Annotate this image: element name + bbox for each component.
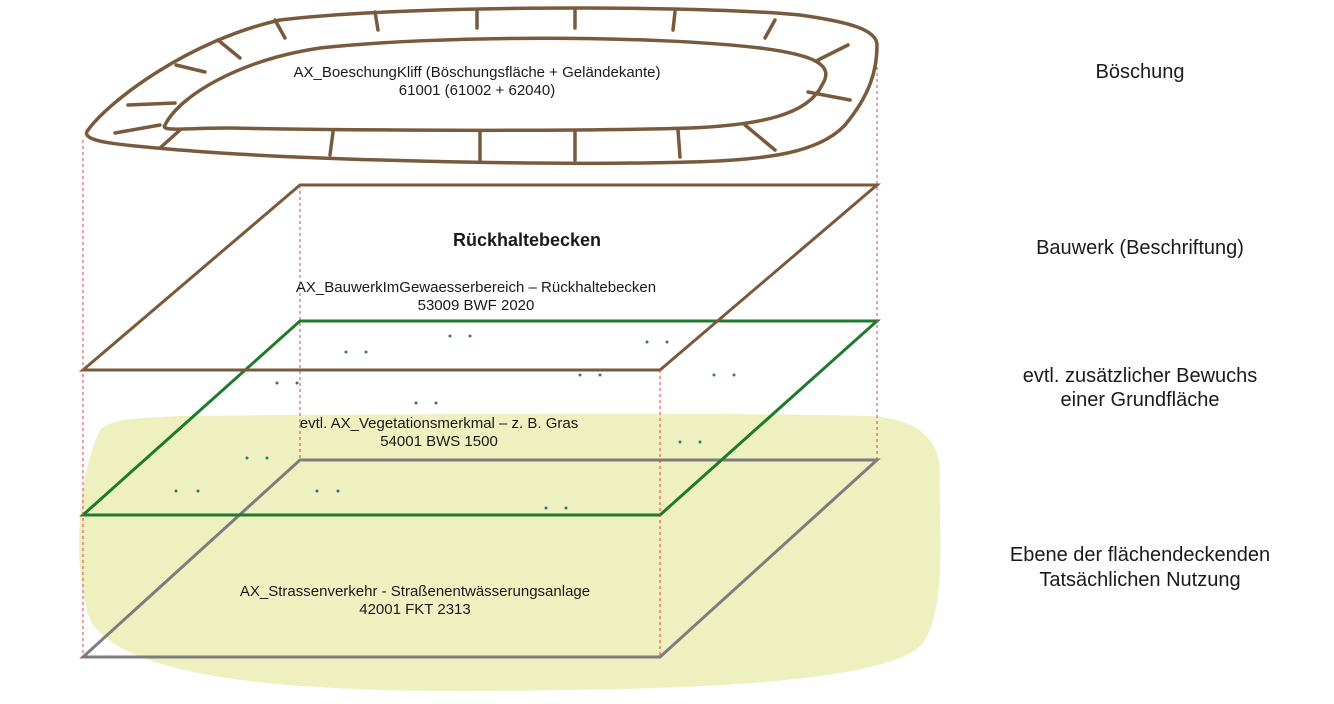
boeschung-tick	[216, 38, 242, 60]
guide-lines	[82, 55, 878, 657]
veg-dot	[434, 401, 438, 405]
vegetation-side-label-line2: einer Grundfläche	[1061, 389, 1220, 411]
boeschung-tick	[113, 123, 162, 135]
veg-dot	[678, 440, 682, 444]
veg-dot	[732, 373, 736, 377]
boeschung-ring	[84, 6, 879, 166]
nutzung-side-label-line2: Tatsächlichen Nutzung	[1039, 569, 1240, 591]
veg-dot	[645, 340, 649, 344]
veg-dot	[564, 506, 568, 510]
bauwerk-title: Rückhaltebecken	[453, 230, 601, 250]
boeschung-tick	[671, 10, 677, 32]
bauwerk-side-label: Bauwerk (Beschriftung)	[1036, 237, 1244, 259]
veg-dot	[336, 489, 340, 493]
veg-dot	[448, 334, 452, 338]
vegetation-dots	[174, 334, 736, 510]
veg-dot	[665, 340, 669, 344]
boeschung-label-line2: 61001 (61002 + 62040)	[399, 82, 555, 99]
boeschung-side-label: Böschung	[1096, 61, 1185, 83]
veg-dot	[344, 350, 348, 354]
boeschung-tick	[126, 101, 177, 107]
veg-dot	[364, 350, 368, 354]
boeschung-tick	[273, 18, 287, 40]
veg-dot	[196, 489, 200, 493]
veg-dot	[245, 456, 249, 460]
veg-dot	[698, 440, 702, 444]
ground-area	[79, 413, 941, 692]
veg-dot	[174, 489, 178, 493]
boeschung-inner-edge	[162, 36, 828, 133]
nutzung-label-line1: AX_Strassenverkehr - Straßenentwässerung…	[240, 583, 590, 600]
veg-dot	[468, 334, 472, 338]
bauwerk-label-line1: AX_BauwerkImGewaesserbereich – Rückhalte…	[296, 279, 656, 296]
veg-dot	[414, 401, 418, 405]
veg-dot	[275, 381, 279, 385]
boeschung-tick	[816, 43, 850, 62]
boeschung-outer-edge	[84, 6, 879, 166]
boeschung-tick	[328, 130, 335, 157]
boeschung-tick	[373, 10, 380, 32]
vegetation-label-line2: 54001 BWS 1500	[380, 433, 498, 450]
boeschung-tick	[743, 123, 777, 152]
nutzung-plane	[79, 458, 881, 659]
boeschung-tick	[806, 90, 852, 102]
vegetation-label-line1: evtl. AX_Vegetationsmerkmal – z. B. Gras	[300, 415, 578, 432]
veg-dot	[265, 456, 269, 460]
veg-dot	[315, 489, 319, 493]
nutzung-label-line2: 42001 FKT 2313	[359, 601, 470, 618]
boeschung-tick	[763, 18, 777, 40]
boeschung-tick	[158, 128, 182, 150]
veg-dot	[544, 506, 548, 510]
vegetation-side-label-line1: evtl. zusätzlicher Bewuchs	[1023, 365, 1258, 387]
boeschung-tick	[174, 63, 207, 74]
veg-dot	[578, 373, 582, 377]
nutzung-side-label-line1: Ebene der flächendeckenden	[1010, 544, 1270, 566]
bauwerk-plane	[78, 183, 882, 372]
boeschung-label-line1: AX_BoeschungKliff (Böschungsfläche + Gel…	[293, 64, 660, 81]
boeschung-tick	[676, 128, 682, 159]
veg-dot	[712, 373, 716, 377]
veg-dot	[598, 373, 602, 377]
veg-dot	[295, 381, 299, 385]
bauwerk-label-line2: 53009 BWF 2020	[418, 297, 535, 314]
